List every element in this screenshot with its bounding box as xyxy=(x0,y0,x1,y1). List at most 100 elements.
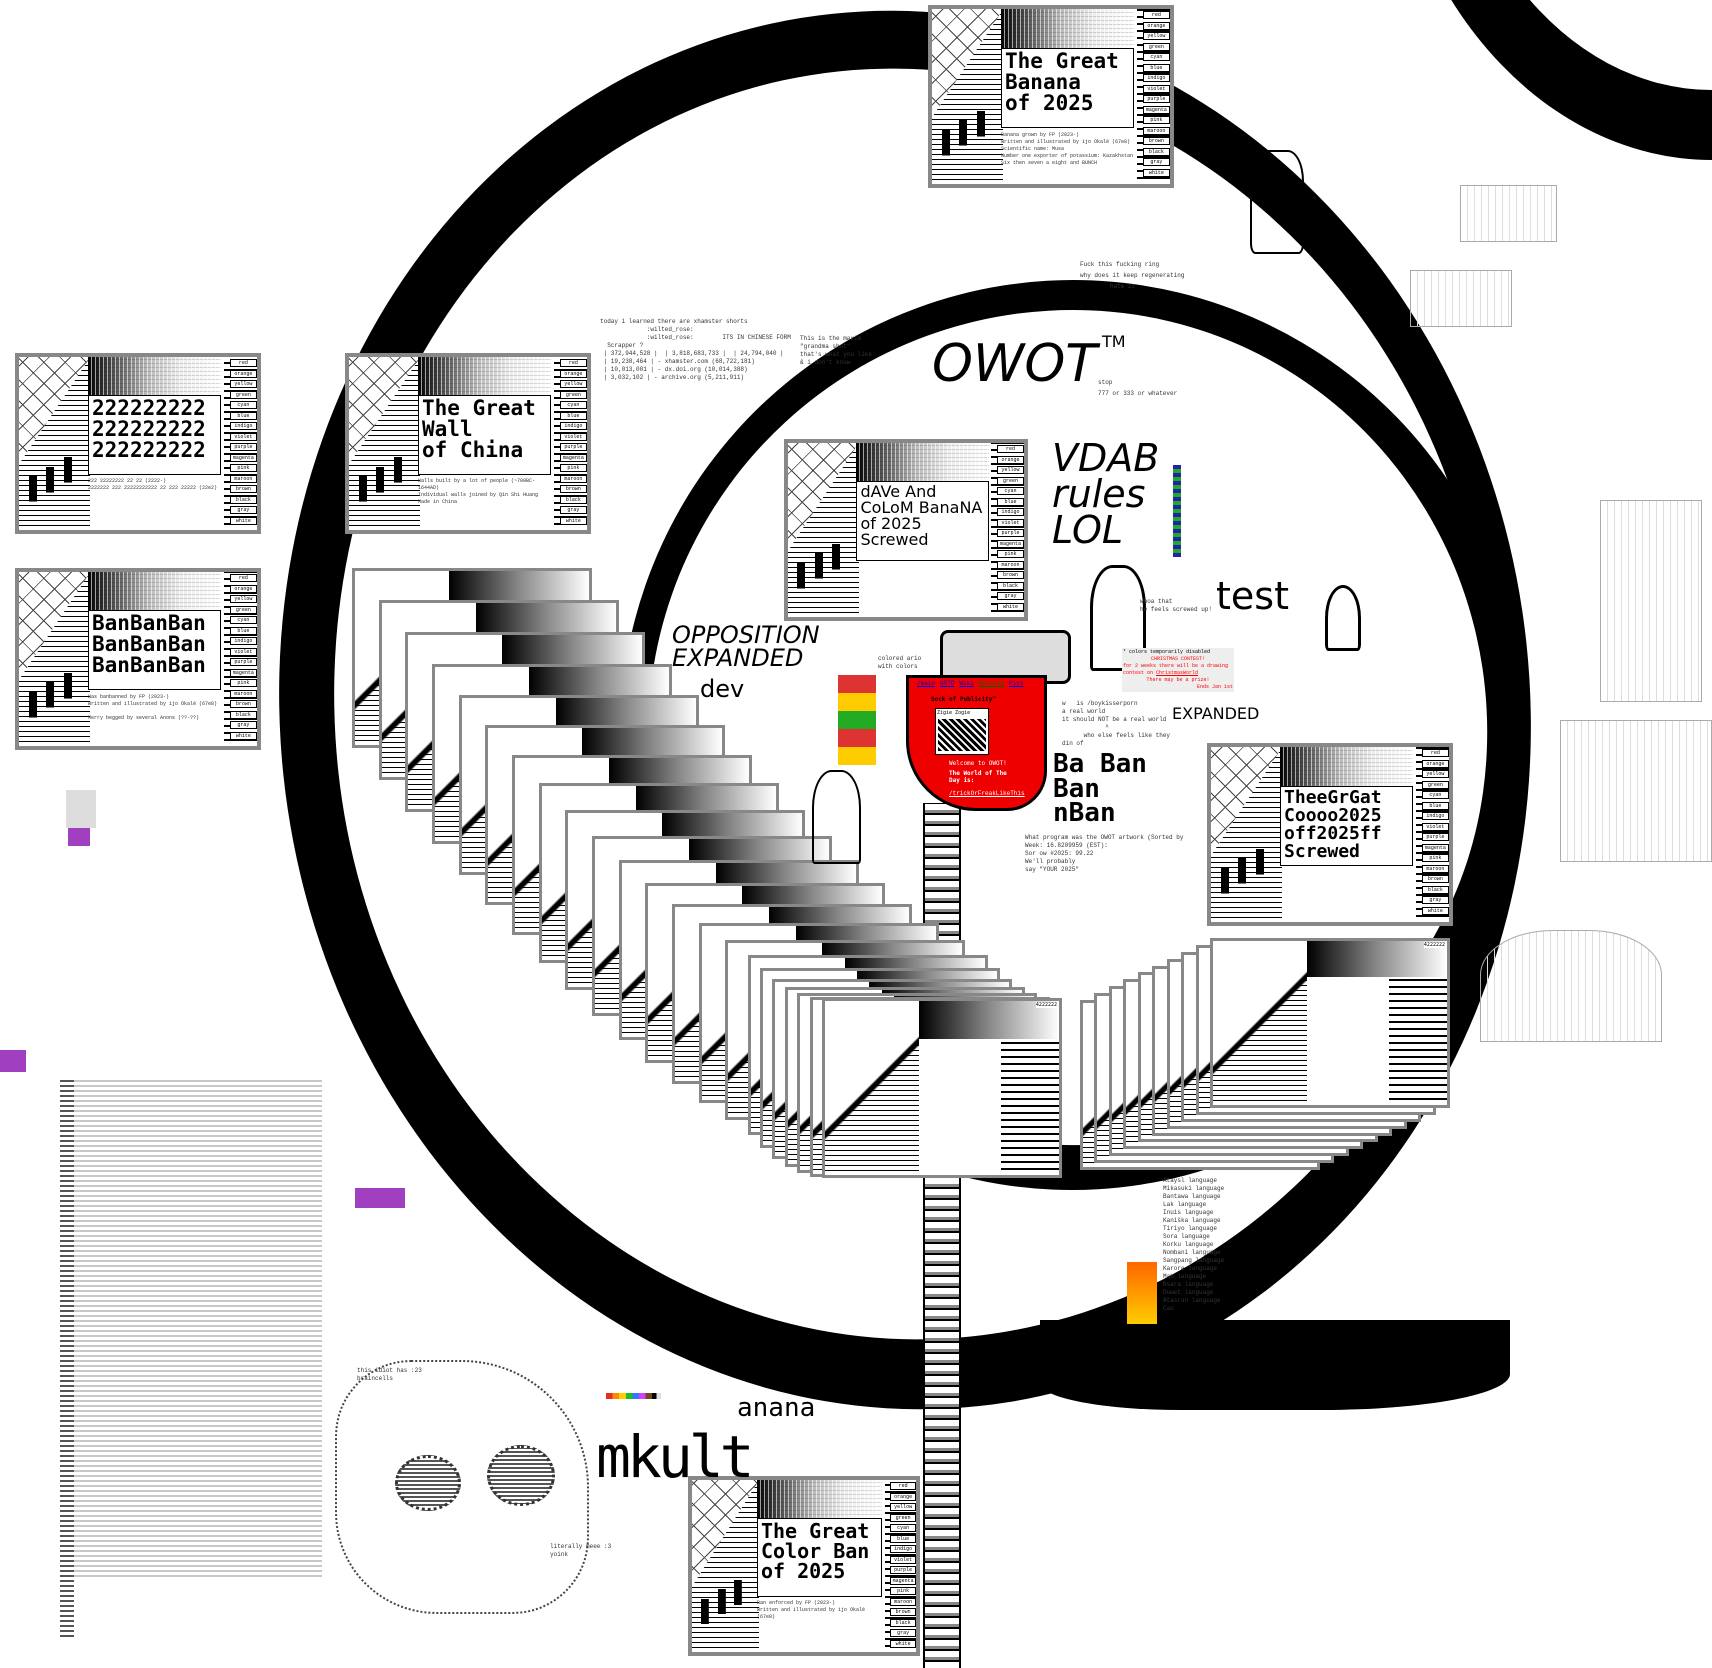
color-option-yellow[interactable]: yellow xyxy=(1421,770,1449,778)
color-option-black[interactable]: black xyxy=(559,495,587,504)
color-option-violet[interactable]: violet xyxy=(229,647,257,656)
color-option-yellow[interactable]: yellow xyxy=(890,1503,916,1511)
color-option-cyan[interactable]: cyan xyxy=(996,487,1024,495)
color-option-orange[interactable]: orange xyxy=(996,455,1024,464)
color-option-gray[interactable]: gray xyxy=(1142,158,1170,166)
color-option-brown[interactable]: brown xyxy=(1421,875,1449,883)
color-option-green[interactable]: green xyxy=(1421,780,1449,789)
sock-link-main[interactable]: /main xyxy=(917,680,936,687)
contest-link[interactable]: ChristmasWorld xyxy=(1156,670,1199,676)
color-option-indigo[interactable]: indigo xyxy=(559,422,587,430)
color-option-yellow[interactable]: yellow xyxy=(559,380,587,388)
color-option-purple[interactable]: purple xyxy=(229,658,257,666)
color-option-blue[interactable]: blue xyxy=(890,1534,916,1543)
color-option-black[interactable]: black xyxy=(890,1618,916,1627)
color-option-cyan[interactable]: cyan xyxy=(559,401,587,409)
color-option-black[interactable]: black xyxy=(229,495,257,504)
color-option-pink[interactable]: pink xyxy=(996,550,1024,558)
color-option-maroon[interactable]: maroon xyxy=(890,1597,916,1606)
color-option-blue[interactable]: blue xyxy=(1142,63,1170,72)
color-option-indigo[interactable]: indigo xyxy=(996,508,1024,516)
color-option-white[interactable]: white xyxy=(996,602,1024,611)
color-option-blue[interactable]: blue xyxy=(559,411,587,420)
color-option-magenta[interactable]: magenta xyxy=(229,453,257,462)
color-option-green[interactable]: green xyxy=(229,390,257,399)
color-option-maroon[interactable]: maroon xyxy=(559,474,587,483)
color-option-purple[interactable]: purple xyxy=(890,1566,916,1574)
color-option-brown[interactable]: brown xyxy=(229,700,257,708)
color-option-maroon[interactable]: maroon xyxy=(1421,864,1449,873)
sock-wotd-link[interactable]: /trickOrFreakLikeThis xyxy=(949,790,1025,797)
color-option-magenta[interactable]: magenta xyxy=(890,1576,916,1585)
sock-link-kaizelq[interactable]: Kaizelq xyxy=(978,680,1005,687)
color-option-green[interactable]: green xyxy=(890,1513,916,1522)
color-option-yellow[interactable]: yellow xyxy=(1142,32,1170,40)
color-option-green[interactable]: green xyxy=(229,605,257,614)
color-option-orange[interactable]: orange xyxy=(1421,759,1449,768)
sock-link-pics[interactable]: Pics xyxy=(1009,680,1024,687)
color-option-brown[interactable]: brown xyxy=(890,1608,916,1616)
color-option-cyan[interactable]: cyan xyxy=(1421,791,1449,799)
color-option-magenta[interactable]: magenta xyxy=(996,539,1024,548)
color-option-violet[interactable]: violet xyxy=(559,432,587,441)
color-option-white[interactable]: white xyxy=(1421,906,1449,915)
color-option-magenta[interactable]: magenta xyxy=(1421,843,1449,852)
color-option-black[interactable]: black xyxy=(229,710,257,719)
color-option-orange[interactable]: orange xyxy=(229,369,257,378)
color-option-red[interactable]: red xyxy=(1142,11,1170,19)
color-option-gray[interactable]: gray xyxy=(229,506,257,514)
color-option-cyan[interactable]: cyan xyxy=(890,1524,916,1532)
color-option-orange[interactable]: orange xyxy=(229,584,257,593)
color-option-purple[interactable]: purple xyxy=(1142,95,1170,103)
color-option-violet[interactable]: violet xyxy=(890,1555,916,1564)
color-option-indigo[interactable]: indigo xyxy=(890,1545,916,1553)
color-option-yellow[interactable]: yellow xyxy=(229,380,257,388)
color-option-maroon[interactable]: maroon xyxy=(229,474,257,483)
sock-link-nstd[interactable]: NSTD xyxy=(940,680,955,687)
color-option-purple[interactable]: purple xyxy=(559,443,587,451)
color-option-blue[interactable]: blue xyxy=(229,411,257,420)
color-option-violet[interactable]: violet xyxy=(1142,84,1170,93)
color-option-gray[interactable]: gray xyxy=(996,592,1024,600)
color-option-blue[interactable]: blue xyxy=(229,626,257,635)
color-option-gray[interactable]: gray xyxy=(1421,896,1449,904)
color-option-pink[interactable]: pink xyxy=(229,679,257,687)
color-option-orange[interactable]: orange xyxy=(1142,21,1170,30)
color-option-gray[interactable]: gray xyxy=(890,1629,916,1637)
color-option-green[interactable]: green xyxy=(559,390,587,399)
color-option-blue[interactable]: blue xyxy=(1421,801,1449,810)
color-option-pink[interactable]: pink xyxy=(890,1587,916,1595)
color-option-yellow[interactable]: yellow xyxy=(229,595,257,603)
color-option-black[interactable]: black xyxy=(996,581,1024,590)
color-option-maroon[interactable]: maroon xyxy=(1142,126,1170,135)
color-option-white[interactable]: white xyxy=(229,731,257,740)
color-option-purple[interactable]: purple xyxy=(229,443,257,451)
color-option-brown[interactable]: brown xyxy=(1142,137,1170,145)
color-option-magenta[interactable]: magenta xyxy=(559,453,587,462)
color-option-red[interactable]: red xyxy=(996,445,1024,453)
color-option-yellow[interactable]: yellow xyxy=(996,466,1024,474)
color-option-cyan[interactable]: cyan xyxy=(229,616,257,624)
color-option-purple[interactable]: purple xyxy=(1421,833,1449,841)
color-option-white[interactable]: white xyxy=(1142,168,1170,177)
color-option-orange[interactable]: orange xyxy=(559,369,587,378)
color-option-gray[interactable]: gray xyxy=(229,721,257,729)
sock-link-wiki[interactable]: Wiki xyxy=(959,680,974,687)
color-option-black[interactable]: black xyxy=(1421,885,1449,894)
color-option-brown[interactable]: brown xyxy=(996,571,1024,579)
color-option-magenta[interactable]: magenta xyxy=(1142,105,1170,114)
color-option-red[interactable]: red xyxy=(559,359,587,367)
color-option-green[interactable]: green xyxy=(1142,42,1170,51)
color-option-pink[interactable]: pink xyxy=(1142,116,1170,124)
color-option-cyan[interactable]: cyan xyxy=(229,401,257,409)
color-option-red[interactable]: red xyxy=(1421,749,1449,757)
color-option-green[interactable]: green xyxy=(996,476,1024,485)
color-option-white[interactable]: white xyxy=(559,516,587,525)
color-option-brown[interactable]: brown xyxy=(559,485,587,493)
color-option-maroon[interactable]: maroon xyxy=(996,560,1024,569)
color-option-indigo[interactable]: indigo xyxy=(229,422,257,430)
color-option-red[interactable]: red xyxy=(229,574,257,582)
color-option-violet[interactable]: violet xyxy=(229,432,257,441)
color-option-gray[interactable]: gray xyxy=(559,506,587,514)
color-option-cyan[interactable]: cyan xyxy=(1142,53,1170,61)
